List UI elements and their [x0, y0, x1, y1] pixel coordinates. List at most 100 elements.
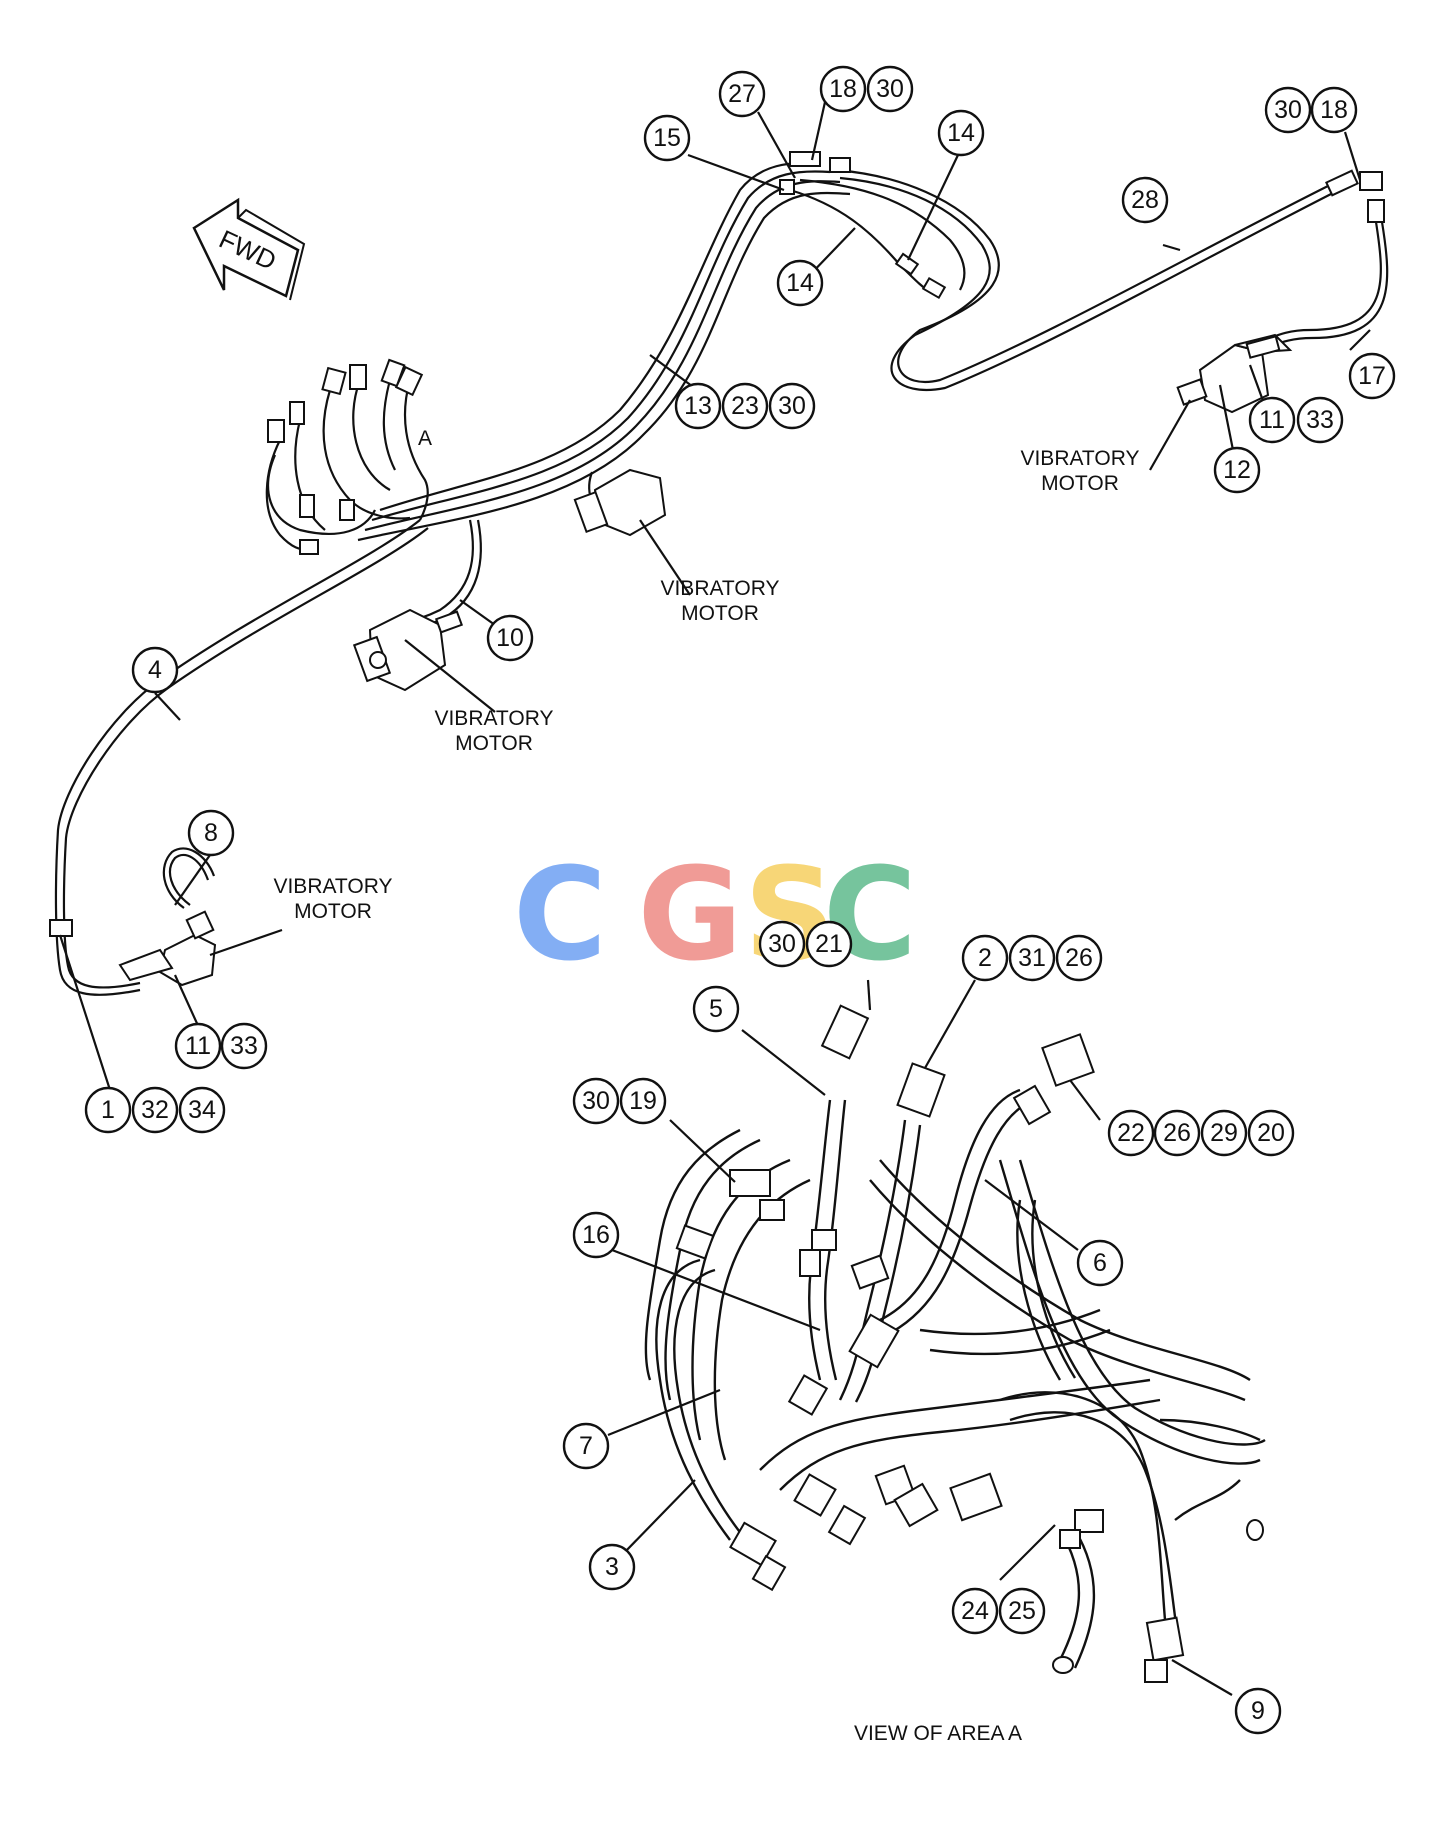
- callout-33: 33: [1296, 396, 1344, 444]
- svg-text:34: 34: [188, 1096, 216, 1124]
- svg-text:18: 18: [829, 75, 857, 103]
- callout-32: 32: [131, 1086, 179, 1134]
- callout-13: 13: [674, 382, 722, 430]
- area-a-fittings: [265, 358, 429, 555]
- motor-label-center-line2: MOTOR: [455, 732, 533, 755]
- svg-text:11: 11: [1259, 406, 1285, 434]
- svg-text:1: 1: [101, 1096, 115, 1124]
- svg-text:20: 20: [1257, 1119, 1285, 1147]
- fwd-arrow-icon: FWD: [192, 197, 306, 301]
- svg-text:21: 21: [815, 930, 843, 958]
- svg-text:10: 10: [496, 624, 524, 652]
- svg-text:28: 28: [1131, 186, 1159, 214]
- svg-text:31: 31: [1018, 944, 1046, 972]
- svg-text:17: 17: [1358, 362, 1386, 390]
- svg-text:30: 30: [876, 75, 904, 103]
- callout-12: 12: [1213, 446, 1261, 494]
- callout-26: 26: [1055, 934, 1103, 982]
- text-labels: A VIBRATORY MOTOR VIBRATORY MOTOR VIBRAT…: [273, 427, 1139, 1745]
- area-a-label: A: [418, 427, 432, 450]
- callout-6: 6: [1076, 1239, 1124, 1287]
- callout-14: 14: [776, 259, 824, 307]
- callout-24: 24: [951, 1587, 999, 1635]
- callout-18: 18: [819, 65, 867, 113]
- callout-30: 30: [758, 920, 806, 968]
- svg-text:4: 4: [148, 656, 162, 684]
- svg-text:3: 3: [605, 1553, 619, 1581]
- right-vibratory-motor-part: [1176, 333, 1293, 414]
- callout-10: 10: [486, 614, 534, 662]
- view-caption: VIEW OF AREA A: [854, 1722, 1022, 1745]
- svg-text:19: 19: [629, 1087, 657, 1115]
- svg-text:5: 5: [709, 995, 723, 1023]
- motor-label-center-line1: VIBRATORY: [434, 707, 553, 730]
- svg-text:27: 27: [728, 80, 756, 108]
- svg-text:30: 30: [1274, 96, 1302, 124]
- callout-30: 30: [866, 65, 914, 113]
- callout-2: 2: [961, 934, 1009, 982]
- motor-label-left-line1: VIBRATORY: [273, 875, 392, 898]
- motor-label-middle-line1: VIBRATORY: [660, 577, 779, 600]
- callout-31: 31: [1008, 934, 1056, 982]
- motor-label-left-line2: MOTOR: [294, 900, 372, 923]
- svg-text:25: 25: [1008, 1597, 1036, 1625]
- svg-text:7: 7: [579, 1432, 593, 1460]
- svg-text:30: 30: [778, 392, 806, 420]
- svg-text:30: 30: [768, 930, 796, 958]
- callout-33: 33: [220, 1022, 268, 1070]
- motor-label-middle-line2: MOTOR: [681, 602, 759, 625]
- callout-27: 27: [718, 70, 766, 118]
- callout-1: 1: [84, 1086, 132, 1134]
- svg-text:26: 26: [1163, 1119, 1191, 1147]
- svg-text:33: 33: [1306, 406, 1334, 434]
- center-vibratory-motor-part: [352, 608, 464, 692]
- callout-18: 18: [1310, 86, 1358, 134]
- svg-text:29: 29: [1210, 1119, 1238, 1147]
- callout-3: 3: [588, 1543, 636, 1591]
- callout-14: 14: [937, 109, 985, 157]
- callout-8: 8: [187, 809, 235, 857]
- callout-29: 29: [1200, 1109, 1248, 1157]
- watermark-logo: C G S C: [513, 841, 917, 990]
- callout-23: 23: [721, 382, 769, 430]
- callout-7: 7: [562, 1422, 610, 1470]
- callout-4: 4: [131, 646, 179, 694]
- svg-text:33: 33: [230, 1032, 258, 1060]
- svg-text:26: 26: [1065, 944, 1093, 972]
- callout-11: 11: [1248, 396, 1296, 444]
- svg-text:23: 23: [731, 392, 759, 420]
- callout-21: 21: [805, 920, 853, 968]
- watermark-letter-4: C: [823, 841, 917, 990]
- callout-19: 19: [619, 1077, 667, 1125]
- callouts: 27 18 30 15 14 14 28 30 18 17 11 33 12 1…: [84, 65, 1396, 1735]
- callout-25: 25: [998, 1587, 1046, 1635]
- callout-34: 34: [178, 1086, 226, 1134]
- svg-text:12: 12: [1223, 456, 1251, 484]
- callout-17: 17: [1348, 352, 1396, 400]
- callout-30: 30: [1264, 86, 1312, 134]
- svg-text:14: 14: [786, 269, 814, 297]
- middle-vibratory-motor-part: [573, 468, 667, 537]
- svg-text:30: 30: [582, 1087, 610, 1115]
- motor-label-right-line1: VIBRATORY: [1020, 447, 1139, 470]
- callout-16: 16: [572, 1211, 620, 1259]
- motor-label-right-line2: MOTOR: [1041, 472, 1119, 495]
- watermark-letter-1: C: [513, 841, 607, 990]
- callout-28: 28: [1121, 176, 1169, 224]
- callout-30: 30: [572, 1077, 620, 1125]
- watermark-letter-2: G: [637, 841, 742, 990]
- callout-9: 9: [1234, 1687, 1282, 1735]
- svg-text:18: 18: [1320, 96, 1348, 124]
- svg-text:16: 16: [582, 1221, 610, 1249]
- left-vibratory-motor-part: [118, 847, 217, 987]
- svg-text:14: 14: [947, 119, 975, 147]
- svg-text:24: 24: [961, 1597, 989, 1625]
- upper-hose-routing: [49, 151, 1389, 996]
- svg-text:22: 22: [1117, 1119, 1145, 1147]
- svg-text:13: 13: [684, 392, 712, 420]
- callout-30: 30: [768, 382, 816, 430]
- svg-text:2: 2: [978, 944, 992, 972]
- svg-text:11: 11: [185, 1032, 211, 1060]
- callout-26: 26: [1153, 1109, 1201, 1157]
